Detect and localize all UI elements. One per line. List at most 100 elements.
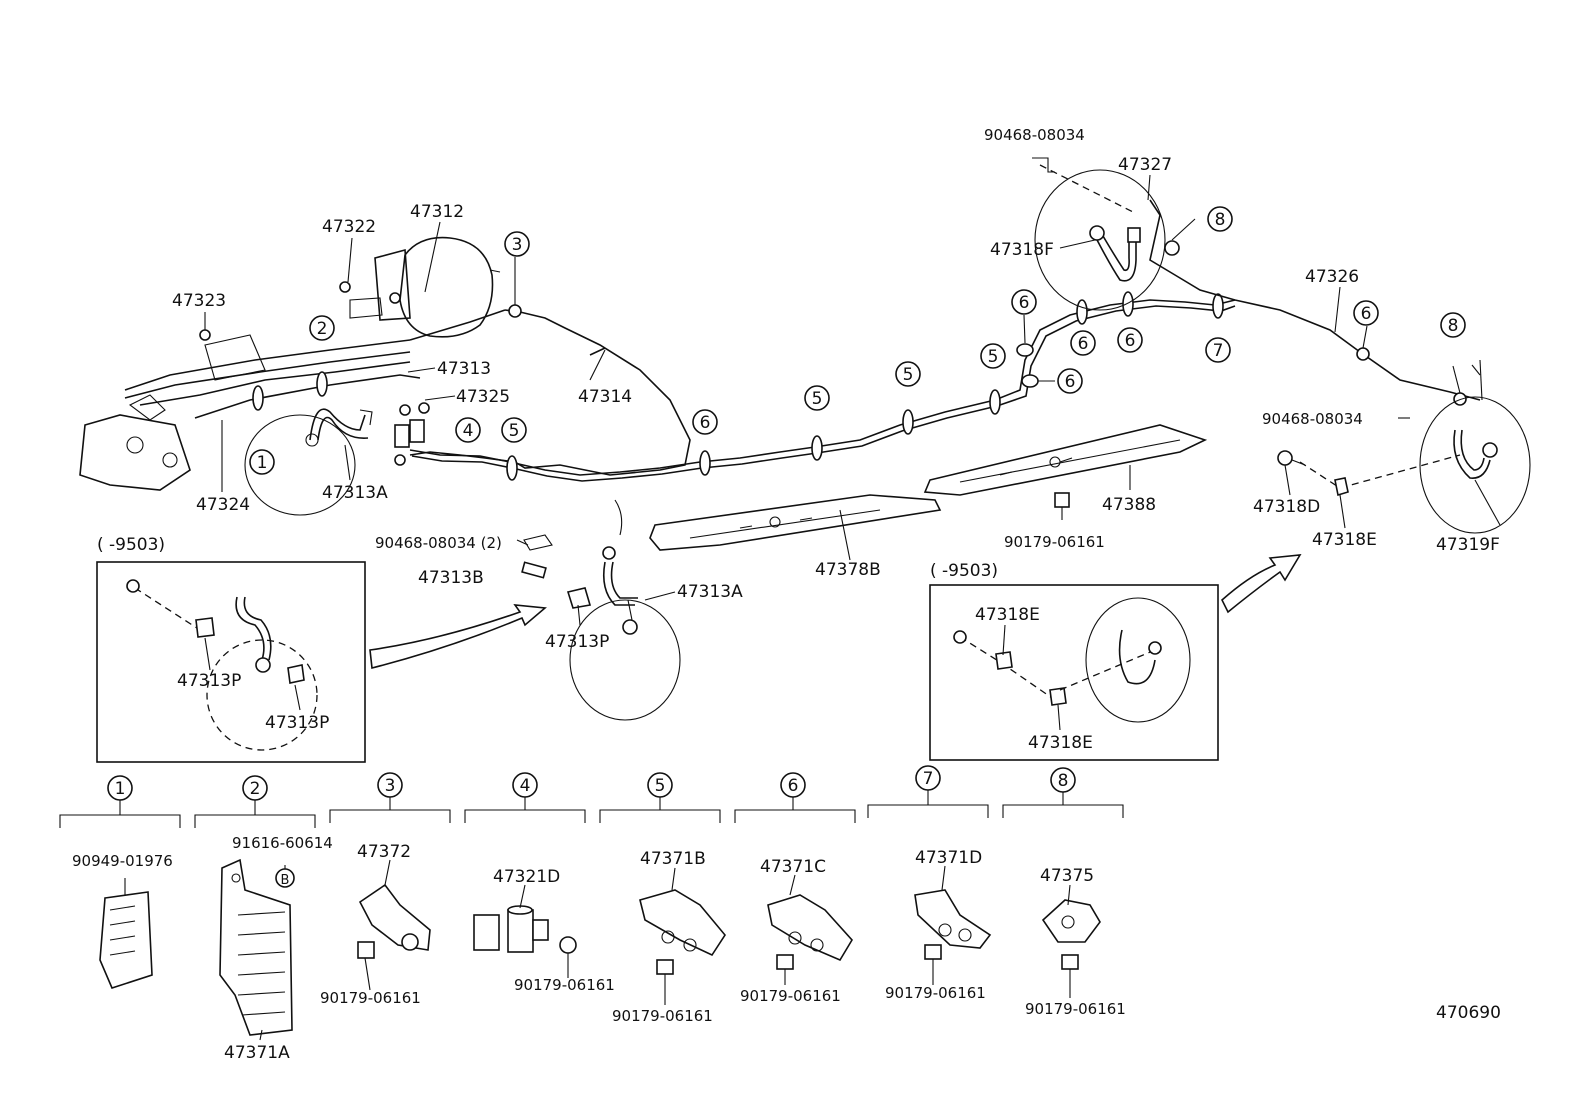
clamp-group-labels: 90949-01976 91616-60614 47371A 47372 901… [72,834,1126,1063]
label-47313B: 47313B [418,568,484,588]
callout-tag-8: 8 [1440,312,1466,338]
callout-tag-text: 5 [903,365,914,385]
label-47322: 47322 [322,217,376,237]
callout-tag-8: 8 [1207,206,1233,232]
callout-tag-7: 7 [915,765,941,791]
label-90468-08034-top: 90468-08034 [984,126,1085,144]
callout-tag-2: 2 [309,315,335,341]
clamp-brackets [59,790,1124,828]
callout-tag-text: 3 [385,776,396,796]
callout-tag-text: 6 [700,413,711,433]
label-47375: 47375 [1040,866,1094,886]
callout-tag-text: 3 [512,235,523,255]
callout-tag-5: 5 [647,772,673,798]
callout-tag-text: 6 [1361,304,1372,324]
clamp-47371A [219,858,293,1036]
callout-tag-5: 5 [804,385,830,411]
callout-tag-6: 6 [1353,300,1379,326]
label-inset-47313P-2: 47313P [265,713,329,733]
callout-tag-text: 1 [115,779,126,799]
label-90179-06161-g4: 90179-06161 [514,976,615,994]
junction-fittings [199,281,430,466]
front-hose-47313A [305,408,373,447]
brake-booster [349,236,501,338]
label-90179-06161-g6: 90179-06161 [740,987,841,1005]
callout-tag-4: 4 [455,417,481,443]
label-47319F: 47319F [1436,535,1500,555]
clamp-47372 [357,883,431,959]
label-47312: 47312 [410,202,464,222]
heat-insulator-47388 [923,424,1208,496]
label-90179-06161-g3: 90179-06161 [320,989,421,1007]
callout-tag-6: 6 [692,409,718,435]
label-47318D: 47318D [1253,497,1320,517]
callout-tag-1: 1 [107,775,133,801]
callout-tag-6: 6 [1011,289,1037,315]
label-47313P-mid: 47313P [545,632,609,652]
proportioning-valve-assembly [79,334,266,491]
callout-tag-text: 8 [1058,771,1069,791]
callout-tag-8: 8 [1050,767,1076,793]
leader-lines [124,174,1501,1041]
right-rear-lines [1149,199,1483,406]
nut-90179-mid [1054,492,1070,508]
inset-left-note: ( -9503) [97,535,165,555]
label-90179-06161-mid: 90179-06161 [1004,533,1105,551]
label-47313: 47313 [437,359,491,379]
callout-tag-text: 2 [317,319,328,339]
callout-tag-7: 7 [1205,337,1231,363]
label-47314: 47314 [578,387,632,407]
heat-insulator-47378B [649,494,942,551]
badge-b-text: B [281,873,290,888]
callout-tag-text: 2 [250,779,261,799]
callout-tag-text: 5 [509,421,520,441]
callout-tag-text: 6 [1065,372,1076,392]
callout-tag-text: 5 [812,389,823,409]
callout-tag-text: 4 [463,421,474,441]
label-90179-06161-g5: 90179-06161 [612,1007,713,1025]
diagram-id: 470690 [1436,1003,1501,1023]
callout-tag-6: 6 [1117,327,1143,353]
label-47324: 47324 [196,495,250,515]
rear-hose-47319F [1277,364,1531,534]
label-47327: 47327 [1118,155,1172,175]
label-47323: 47323 [172,291,226,311]
callout-tag-text: 7 [923,769,934,789]
callout-tag-text: 5 [655,776,666,796]
rear-brake-line-long [409,291,1236,482]
callout-tag-2: 2 [242,775,268,801]
clamp-47321D [473,905,577,954]
arrow-right-inset [1221,554,1302,614]
inset-left [96,561,366,763]
callout-tag-6: 6 [780,772,806,798]
clamp-47375 [1041,899,1101,970]
badge-b: B [275,868,295,888]
label-47372: 47372 [357,842,411,862]
label-47388: 47388 [1102,495,1156,515]
callout-tag-text: 8 [1215,210,1226,230]
callout-tag-6: 6 [1057,368,1083,394]
label-47318F: 47318F [990,240,1054,260]
callout-tag-text: 6 [1078,334,1089,354]
label-47371A: 47371A [224,1043,290,1063]
label-47321D: 47321D [493,867,560,887]
callout-tag-text: 1 [257,453,268,473]
label-90468-08034-2: 90468-08034 (2) [375,534,502,552]
label-47313A-mid: 47313A [677,582,743,602]
front-brake-lines [124,304,691,476]
label-90179-06161-g7: 90179-06161 [885,984,986,1002]
label-91616-60614: 91616-60614 [232,834,333,852]
inset-right-note: ( -9503) [930,561,998,581]
callout-tag-text: 4 [520,776,531,796]
callout-tag-6: 6 [1070,330,1096,356]
label-47378B: 47378B [815,560,881,580]
clamp-47371D [914,889,992,960]
callout-tag-text: 6 [1125,331,1136,351]
arrow-left-inset [369,604,547,670]
callout-tag-text: 6 [1019,293,1030,313]
label-inset-47318E-1: 47318E [975,605,1040,625]
label-90949-01976: 90949-01976 [72,852,173,870]
